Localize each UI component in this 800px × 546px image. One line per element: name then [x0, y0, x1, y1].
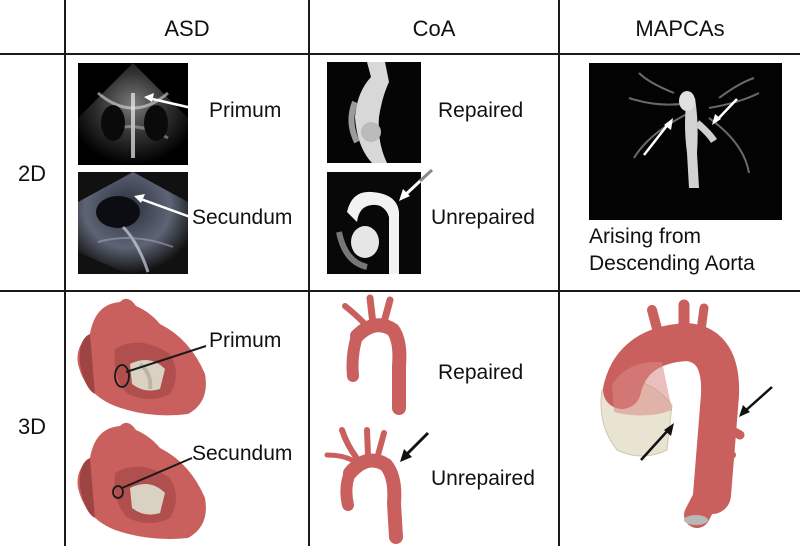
coa-repaired-aorta-model: [342, 294, 407, 415]
column-header-mapcas: MAPCAs: [635, 16, 725, 41]
coa-unrepaired-mri-image: [327, 172, 421, 274]
grid-vline-3: [558, 0, 560, 546]
asd-primum-echo-image: [78, 63, 188, 165]
column-header-asd: ASD: [164, 16, 210, 41]
asd-secundum-heart-model: [77, 422, 206, 539]
asd-primum-3d-label: Primum: [209, 329, 282, 352]
coa-unrepaired-3d-label: Unrepaired: [431, 467, 535, 490]
column-header-coa: CoA: [412, 16, 456, 41]
coa-unrepaired-2d-label: Unrepaired: [431, 206, 535, 229]
coa-repaired-2d-label: Repaired: [438, 99, 524, 122]
asd-secundum-3d-label: Secundum: [192, 442, 293, 465]
grid-vline-2: [308, 0, 310, 546]
grid-vline-1: [64, 0, 66, 546]
coa-repaired-mri-image: [327, 62, 421, 163]
asd-primum-heart-model: [77, 298, 207, 416]
grid-hline-1: [0, 53, 800, 55]
row-header-2d: 2D: [17, 161, 47, 186]
mapcas-caption-line1: Arising from: [589, 225, 702, 248]
mapcas-angiogram-image: [589, 63, 782, 220]
asd-secundum-echo-image: [78, 172, 188, 274]
coa-unrepaired-aorta-model: [324, 427, 430, 544]
row-header-3d: 3D: [17, 414, 47, 439]
asd-primum-2d-label: Primum: [209, 99, 282, 122]
asd-secundum-2d-label: Secundum: [192, 206, 293, 229]
mapcas-aorta-model: [600, 299, 773, 528]
coa-repaired-3d-label: Repaired: [438, 361, 524, 384]
mapcas-caption-line2: Descending Aorta: [589, 252, 755, 275]
grid-hline-2: [0, 290, 800, 292]
